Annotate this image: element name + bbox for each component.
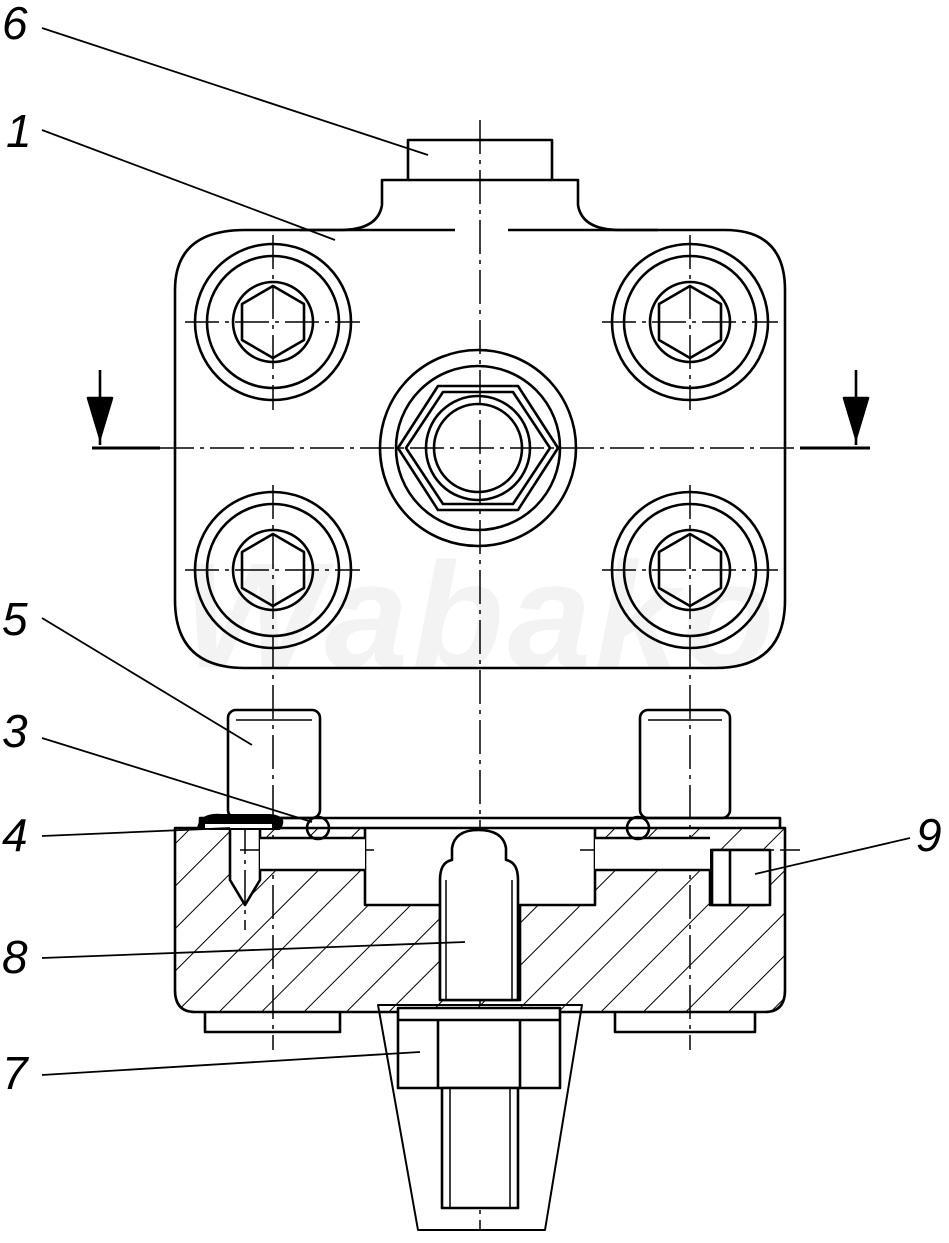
leader-9 <box>754 837 911 875</box>
leader-lines <box>41 27 911 1076</box>
section-body <box>173 826 787 1014</box>
cover-plate <box>198 816 782 828</box>
callout-9: 9 <box>916 809 942 861</box>
housing-outline <box>173 138 787 670</box>
callout-1: 1 <box>6 105 32 157</box>
top-view <box>86 138 870 670</box>
watermark: Wabako <box>181 531 779 699</box>
stud-left <box>226 708 322 820</box>
callout-4: 4 <box>2 809 28 861</box>
callout-8: 8 <box>2 931 28 983</box>
leader-8 <box>41 941 466 959</box>
center-stud <box>438 828 520 1002</box>
section-view <box>173 708 787 1231</box>
stud-right <box>638 708 732 820</box>
callout-3: 3 <box>2 705 28 757</box>
foot-right <box>613 1012 757 1034</box>
foot-left <box>203 1012 342 1034</box>
leader-4 <box>41 827 231 837</box>
leader-5 <box>41 617 253 746</box>
callout-7: 7 <box>2 1047 28 1099</box>
leader-3 <box>41 737 313 823</box>
callout-5: 5 <box>2 593 28 645</box>
leader-7 <box>41 1051 421 1076</box>
plug <box>710 848 772 907</box>
leader-6 <box>41 27 429 156</box>
callout-6: 6 <box>2 0 28 49</box>
leader-1 <box>41 129 336 241</box>
bottom-nut <box>377 1004 583 1231</box>
